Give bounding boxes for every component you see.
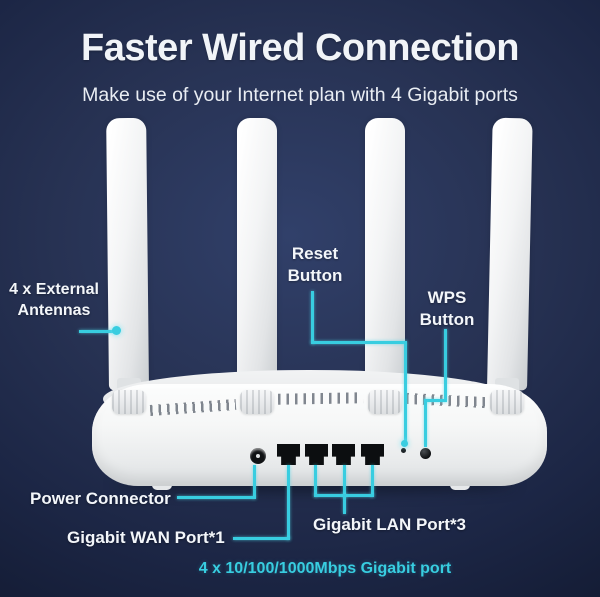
lan-callout-line-drop: [343, 494, 346, 514]
wps-callout-line-h: [424, 399, 446, 402]
power-callout-line-h: [177, 496, 255, 499]
antenna-hinge-1: [112, 390, 146, 414]
page-title: Faster Wired Connection: [81, 27, 519, 69]
power-callout-line-v: [253, 465, 256, 499]
lan-callout-line-v3: [371, 465, 374, 497]
power-callout-label: Power Connector: [30, 489, 171, 508]
lan-callout-label: Gigabit LAN Port*3: [313, 515, 467, 534]
wps-callout-line-v2: [424, 399, 427, 447]
antennas-callout-dot: [112, 326, 121, 335]
power-connector: [250, 448, 266, 464]
wan-callout-line-h: [233, 537, 290, 540]
vent-row-2: [277, 392, 364, 405]
lan-callout-line-v2: [343, 465, 346, 497]
wps-callout-line-v1: [444, 329, 447, 402]
antenna-1: [106, 117, 149, 391]
antennas-callout-label: 4 x External Antennas: [9, 281, 99, 319]
reset-callout-dot: [401, 440, 408, 447]
reset-callout-label: Reset Button: [287, 244, 343, 285]
antennas-callout-line: [79, 330, 117, 333]
antenna-4: [487, 117, 533, 391]
antenna-hinge-2: [240, 390, 274, 414]
antenna-hinge-3: [368, 390, 402, 414]
lan-port-1: [305, 444, 328, 465]
antenna-hinge-4: [490, 390, 524, 414]
wan-callout-line-v: [287, 465, 290, 540]
lan-port-3: [361, 444, 384, 465]
lan-port-2: [332, 444, 355, 465]
antenna-2: [237, 118, 277, 390]
wps-callout-label: WPS Button: [419, 288, 475, 329]
wps-button: [420, 448, 431, 459]
page-subtitle: Make use of your Internet plan with 4 Gi…: [82, 84, 518, 106]
power-pin: [256, 454, 260, 458]
reset-pinhole: [401, 448, 406, 453]
reset-callout-line-v2: [404, 341, 407, 446]
reset-callout-line-v1: [311, 291, 314, 344]
lan-callout-line-v1: [314, 465, 317, 497]
reset-callout-line-h: [311, 341, 406, 344]
gigabit-port-caption: 4 x 10/100/1000Mbps Gigabit port: [198, 560, 452, 577]
antenna-3: [365, 118, 405, 390]
wan-port: [277, 444, 300, 465]
wan-callout-label: Gigabit WAN Port*1: [67, 528, 225, 547]
